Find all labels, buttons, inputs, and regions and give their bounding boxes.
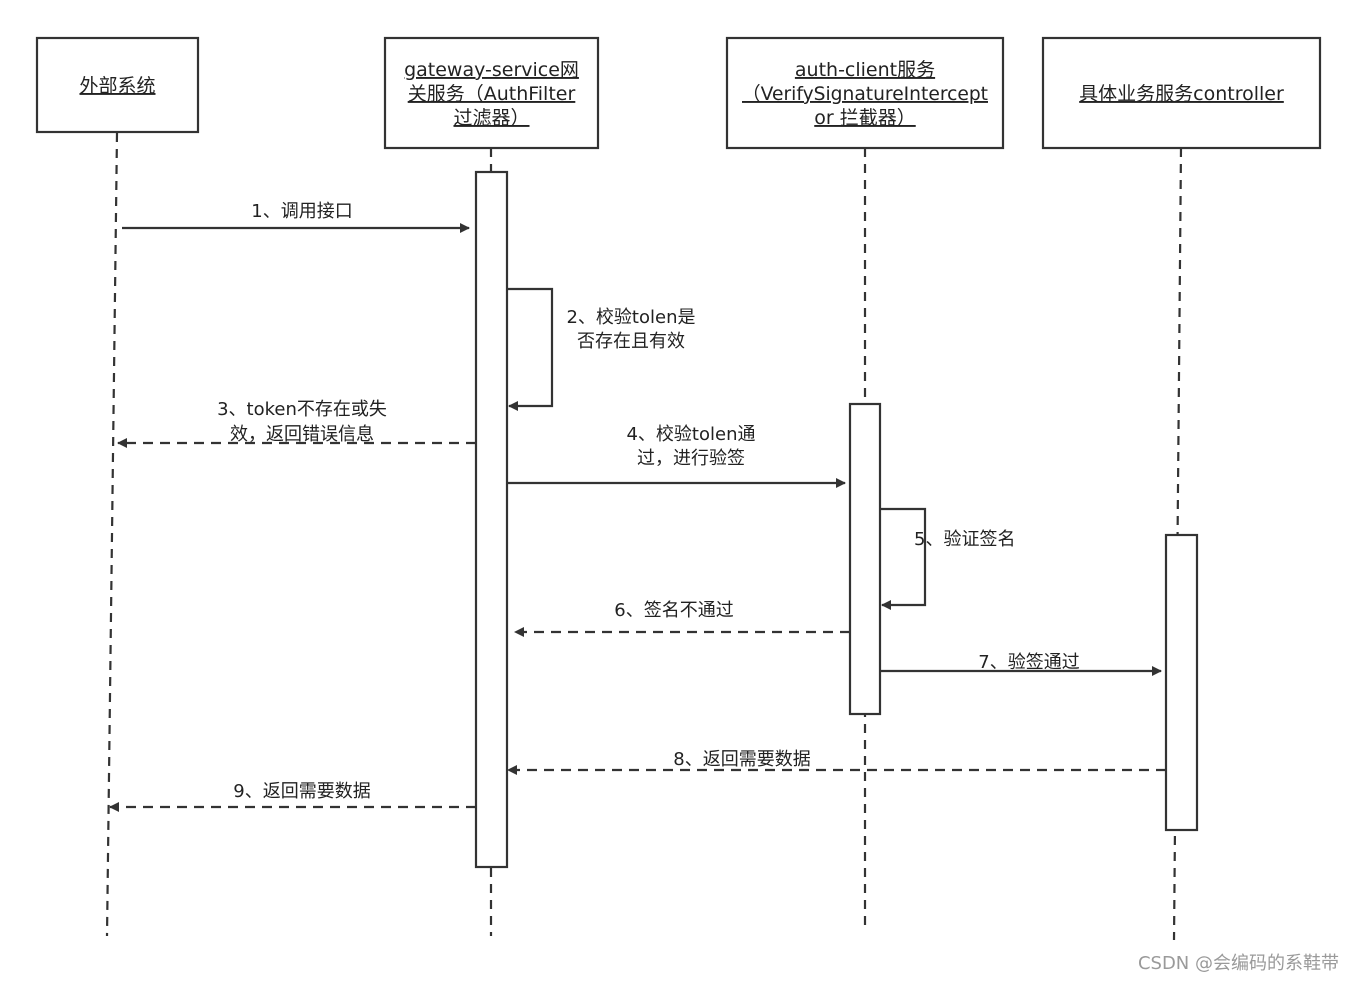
- participant-label-line-1: gateway-service网: [404, 59, 579, 81]
- message-1: 1、调用接口: [122, 201, 470, 233]
- activation-authclient: [848, 402, 882, 716]
- participant-gateway: gateway-service网 关服务（AuthFilter 过滤器）: [383, 36, 600, 150]
- message-label: 7、验签通过: [978, 652, 1079, 673]
- message-label-line-1: 2、校验tolen是: [566, 307, 695, 328]
- activation-gateway: [474, 170, 509, 869]
- lifeline-external: [105, 132, 119, 937]
- participant-box: [35, 36, 200, 134]
- message-7: 7、验签通过: [880, 652, 1162, 676]
- activations: [474, 170, 1199, 869]
- message-label-line-2: 过，进行验签: [637, 448, 745, 469]
- message-4: 4、校验tolen通 过，进行验签: [507, 424, 846, 488]
- message-label-line-2: 否存在且有效: [577, 331, 685, 352]
- message-5: 5、验证签名: [880, 507, 1015, 610]
- message-3: 3、token不存在或失 效，返回错误信息: [117, 399, 476, 448]
- messages: 1、调用接口 2、校验tolen是 否存在且有效 3、token不存在或失 效，…: [109, 201, 1166, 812]
- message-label: 8、返回需要数据: [673, 749, 810, 770]
- participant-label-line-1: auth-client服务: [795, 59, 935, 81]
- activation-controller: [1164, 533, 1199, 832]
- participant-box: [725, 36, 1005, 150]
- participant-label-line-3: or 拦截器）: [814, 107, 915, 129]
- message-label-line-2: 效，返回错误信息: [230, 424, 374, 445]
- participant-label-line-2: （VerifySignatureIntercept: [742, 83, 988, 105]
- participant-label-line-2: 关服务（AuthFilter: [408, 83, 576, 105]
- participant-external: 外部系统: [35, 36, 200, 134]
- message-2: 2、校验tolen是 否存在且有效: [507, 287, 696, 411]
- message-8: 8、返回需要数据: [507, 749, 1166, 775]
- participants: 外部系统 gateway-service网 关服务（AuthFilter 过滤器…: [35, 36, 1322, 150]
- watermark: CSDN @会编码的系鞋带: [1137, 953, 1339, 974]
- message-label: 1、调用接口: [251, 201, 352, 222]
- message-label-line-1: 3、token不存在或失: [217, 399, 387, 420]
- participant-box: [383, 36, 600, 150]
- participant-label-line-3: 过滤器）: [453, 107, 529, 129]
- message-9: 9、返回需要数据: [109, 781, 476, 812]
- message-arrow: [507, 287, 554, 411]
- participant-label: 外部系统: [79, 75, 155, 97]
- participant-box: [1041, 36, 1322, 150]
- message-label-line-1: 4、校验tolen通: [626, 424, 755, 445]
- participant-authclient: auth-client服务 （VerifySignatureIntercept …: [725, 36, 1005, 150]
- lifelines: [105, 132, 1183, 941]
- participant-label: 具体业务服务controller: [1079, 83, 1284, 105]
- message-6: 6、签名不通过: [514, 600, 850, 637]
- message-label: 5、验证签名: [914, 529, 1015, 550]
- message-label: 6、签名不通过: [614, 600, 733, 621]
- message-arrow: [880, 507, 927, 610]
- participant-controller: 具体业务服务controller: [1041, 36, 1322, 150]
- message-label: 9、返回需要数据: [233, 781, 370, 802]
